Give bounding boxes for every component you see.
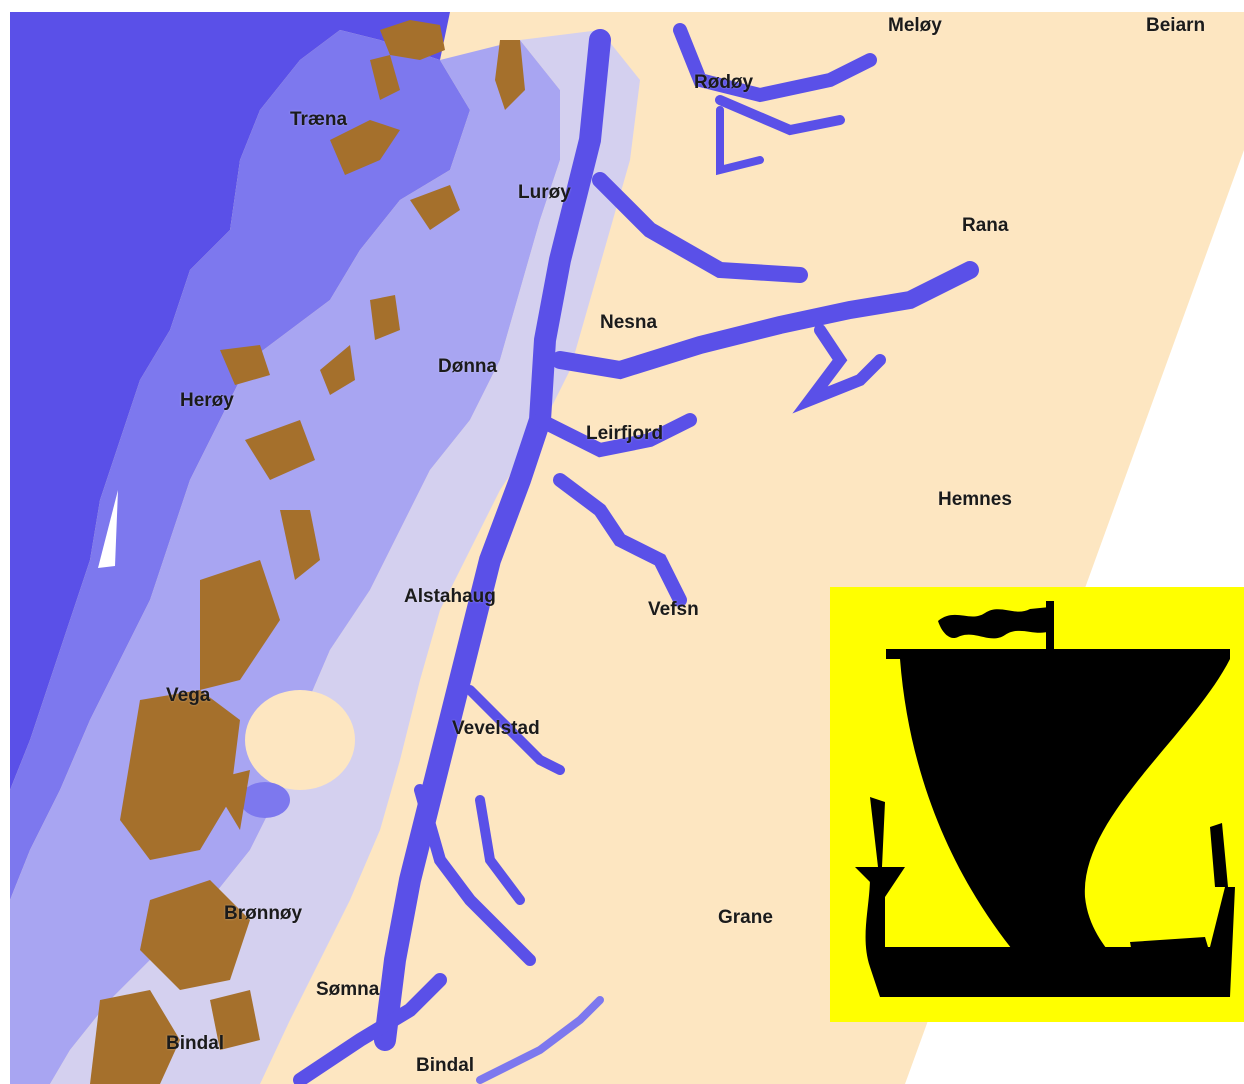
fjord-rodoy	[673, 23, 877, 103]
fjord-luroy	[592, 172, 808, 283]
label-bronnoy: Brønnøy	[224, 903, 303, 924]
label-heroy: Herøy	[180, 390, 234, 411]
fjord-vefsn	[553, 473, 687, 607]
fjord-south-b	[475, 795, 525, 905]
lake	[245, 690, 355, 790]
label-vega: Vega	[166, 685, 211, 706]
label-rodoy: Rødøy	[694, 72, 754, 93]
fjord-bindal-east	[476, 996, 604, 1084]
label-somna: Sømna	[316, 979, 380, 1000]
label-leirfjord: Leirfjord	[586, 423, 664, 444]
label-vefsn: Vefsn	[648, 599, 699, 620]
label-nesna: Nesna	[600, 312, 658, 333]
lake-inner	[240, 782, 290, 818]
viking-ship-icon	[830, 587, 1244, 1022]
label-vevelstad: Vevelstad	[452, 718, 540, 739]
fjord-rana-branch	[792, 324, 886, 414]
fjord-leirfjord	[533, 413, 697, 458]
label-meloy: Meløy	[888, 15, 942, 36]
sea-deep	[10, 12, 450, 790]
fjord-vevelstad	[465, 685, 565, 775]
fjord-rodoy-south	[716, 106, 764, 176]
label-rana: Rana	[962, 215, 1009, 236]
islands	[90, 20, 525, 1084]
label-grane: Grane	[718, 907, 773, 928]
label-beiarn: Beiarn	[1146, 15, 1206, 36]
no-data-wedge	[98, 490, 118, 568]
label-traena: Træna	[290, 109, 348, 130]
label-bindal-inland: Bindal	[416, 1055, 475, 1076]
coastal-channel	[374, 29, 611, 1051]
ship-figure	[855, 601, 1235, 997]
label-alstahaug: Alstahaug	[404, 586, 496, 607]
label-hemnes: Hemnes	[938, 489, 1012, 510]
label-donna: Dønna	[438, 356, 498, 377]
label-bindal-coast: Bindal	[166, 1033, 225, 1054]
sea-shelf	[10, 30, 470, 900]
coat-of-arms	[830, 587, 1244, 1022]
fjord-rodoy-branch	[715, 95, 845, 136]
fjord-nesna	[551, 261, 979, 380]
fjord-bindal	[293, 973, 447, 1084]
label-luroy: Lurøy	[518, 182, 571, 203]
fjord-south-a	[414, 784, 536, 966]
